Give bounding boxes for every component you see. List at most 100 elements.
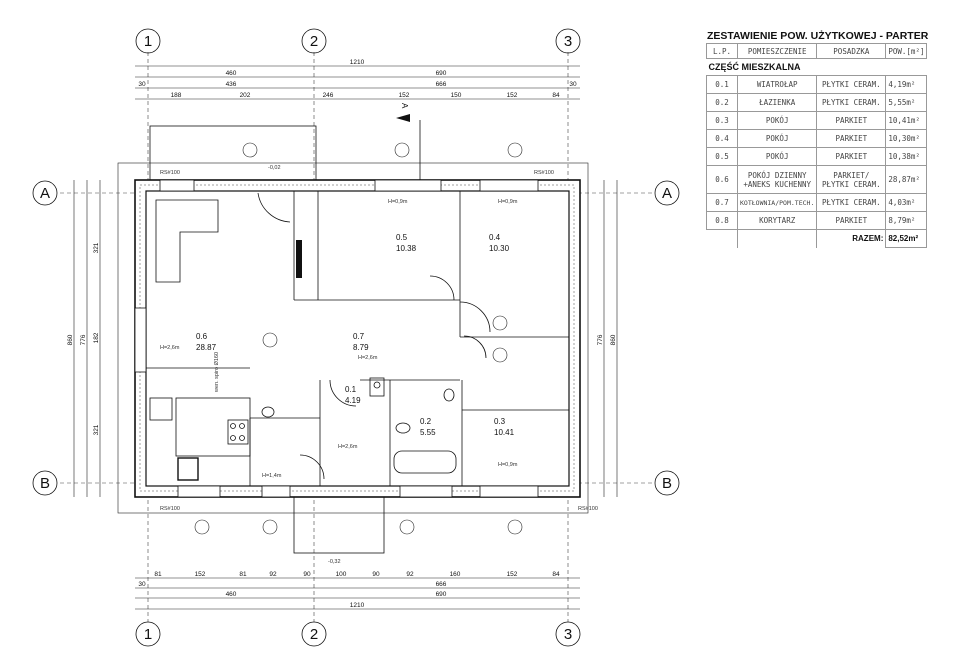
rs-note-4: RS#100 [578, 506, 598, 512]
svg-text:10.38: 10.38 [396, 244, 417, 253]
row-area: 10,38m² [885, 147, 928, 166]
row-area: 5,55m² [885, 93, 928, 112]
header-room: POMIESZCZENIE [736, 43, 818, 59]
header-lp: L.P. [706, 43, 738, 59]
row-name: POKÓJ DZIENNY +ANEKS KUCHENNY [736, 165, 818, 194]
axis-bubble-3-top: 3 [555, 28, 581, 54]
total-blank-1 [706, 229, 738, 248]
area-table: L.P. POMIESZCZENIE POSADZKA POW.[m²] CZĘ… [706, 43, 928, 248]
axis-bubble-3-bottom: 3 [555, 621, 581, 647]
dim-side-321: 321 [93, 242, 100, 253]
svg-text:0.3: 0.3 [494, 417, 506, 426]
furniture [149, 199, 457, 481]
row-floor: PARKIET [816, 211, 887, 230]
row-lp: 0.1 [706, 75, 738, 94]
total-value: 82,52m² [885, 229, 928, 248]
room-label-0.3: 0.3 10.41 [494, 417, 515, 437]
dim-top-152b: 152 [507, 92, 518, 99]
row-lp: 0.6 [706, 165, 738, 194]
dim-bot-90: 90 [303, 571, 311, 578]
dim-top-436: 436 [226, 81, 237, 88]
dim-side-776: 776 [80, 334, 87, 345]
window-height-note-4: H=1,4m [262, 473, 282, 479]
bottom-dimension-chains: 81 152 81 92 90 100 90 92 160 152 84 30 … [135, 571, 580, 610]
room-label-0.1: 0.1 4.19 [345, 385, 361, 405]
vent-note: wen. spiro Ø160 [214, 352, 220, 393]
dim-top-690: 690 [436, 70, 447, 77]
dim-top-666: 666 [436, 81, 447, 88]
row-floor: PŁYTKI CERAM. [816, 93, 887, 112]
row-area: 10,41m² [885, 111, 928, 130]
room-label-0.2: 0.2 5.55 [420, 417, 436, 437]
section-marker-a: A [396, 103, 421, 180]
top-dimension-chains: 1210 460 690 30 436 666 30 188 202 246 1… [135, 59, 580, 100]
dim-side-182: 182 [93, 332, 100, 343]
level-inside: -0,02 [268, 165, 281, 171]
dim-bot-92b: 92 [406, 571, 414, 578]
dim-top-246: 246 [323, 92, 334, 99]
dim-bot-160: 160 [450, 571, 461, 578]
svg-text:H=2,6m: H=2,6m [160, 345, 180, 351]
svg-text:H=2,6m: H=2,6m [358, 355, 378, 361]
row-name: POKÓJ [736, 129, 818, 148]
dim-top-84: 84 [552, 92, 560, 99]
svg-text:0.7: 0.7 [353, 332, 365, 341]
axis-bubble-2-bottom: 2 [301, 621, 327, 647]
dim-top-30a: 30 [138, 81, 146, 88]
row-floor: PŁYTKI CERAM. [816, 75, 887, 94]
axis-bubble-b-left: B [32, 470, 58, 496]
windows [134, 179, 539, 498]
svg-text:0.2: 0.2 [420, 417, 432, 426]
svg-text:10.30: 10.30 [489, 244, 510, 253]
row-name: KOTŁOWNIA/POM.TECH. [736, 193, 818, 212]
svg-text:3: 3 [564, 33, 572, 50]
table-section-row: CZĘŚĆ MIESZKALNA [706, 58, 927, 76]
window-height-note-2: H=0,9m [498, 199, 518, 205]
total-label: RAZEM: [816, 229, 887, 248]
window-height-note-1: H=0,9m [388, 199, 408, 205]
dim-bot-100: 100 [336, 571, 347, 578]
window-height-note-3: H=0,9m [498, 462, 518, 468]
svg-text:1: 1 [144, 33, 152, 50]
dim-bot-666: 666 [436, 581, 447, 588]
axis-bubble-a-right: A [654, 180, 680, 206]
door-height-note: H=2,6m [338, 444, 358, 450]
table-total-row: RAZEM: 82,52m² [706, 229, 928, 248]
svg-text:28.87: 28.87 [196, 343, 217, 352]
dim-top-202: 202 [240, 92, 251, 99]
rs-note-1: RS#100 [160, 170, 180, 176]
svg-text:0.1: 0.1 [345, 385, 357, 394]
dim-bot-152: 152 [195, 571, 206, 578]
row-name: ŁAZIENKA [736, 93, 818, 112]
dim-side-860-right: 860 [610, 334, 617, 345]
side-dimension-chains: 860 776 321 182 321 860 776 [67, 180, 618, 497]
row-name: POKÓJ [736, 147, 818, 166]
rs-note-3: RS#100 [160, 506, 180, 512]
dim-bot-90b: 90 [372, 571, 380, 578]
dim-top-150: 150 [451, 92, 462, 99]
row-area: 4,03m² [885, 193, 928, 212]
axis-bubble-1-top: 1 [135, 28, 161, 54]
row-lp: 0.8 [706, 211, 738, 230]
svg-text:B: B [662, 475, 672, 492]
dim-bot-30: 30 [138, 581, 146, 588]
dim-side-321b: 321 [93, 424, 100, 435]
axis-bubble-2-top: 2 [301, 28, 327, 54]
svg-text:A: A [40, 185, 50, 202]
room-label-0.5: 0.5 10.38 [396, 233, 417, 253]
dim-bot-152b: 152 [507, 571, 518, 578]
axis-bubble-b-right: B [654, 470, 680, 496]
room-label-0.6: 0.6 28.87 H=2,6m [160, 332, 217, 352]
table-header-row: L.P. POMIESZCZENIE POSADZKA POW.[m²] [706, 43, 928, 59]
row-area: 4,19m² [885, 75, 928, 94]
row-floor: PŁYTKI CERAM. [816, 193, 887, 212]
dim-bot-84: 84 [552, 571, 560, 578]
row-floor: PARKIET [816, 129, 887, 148]
